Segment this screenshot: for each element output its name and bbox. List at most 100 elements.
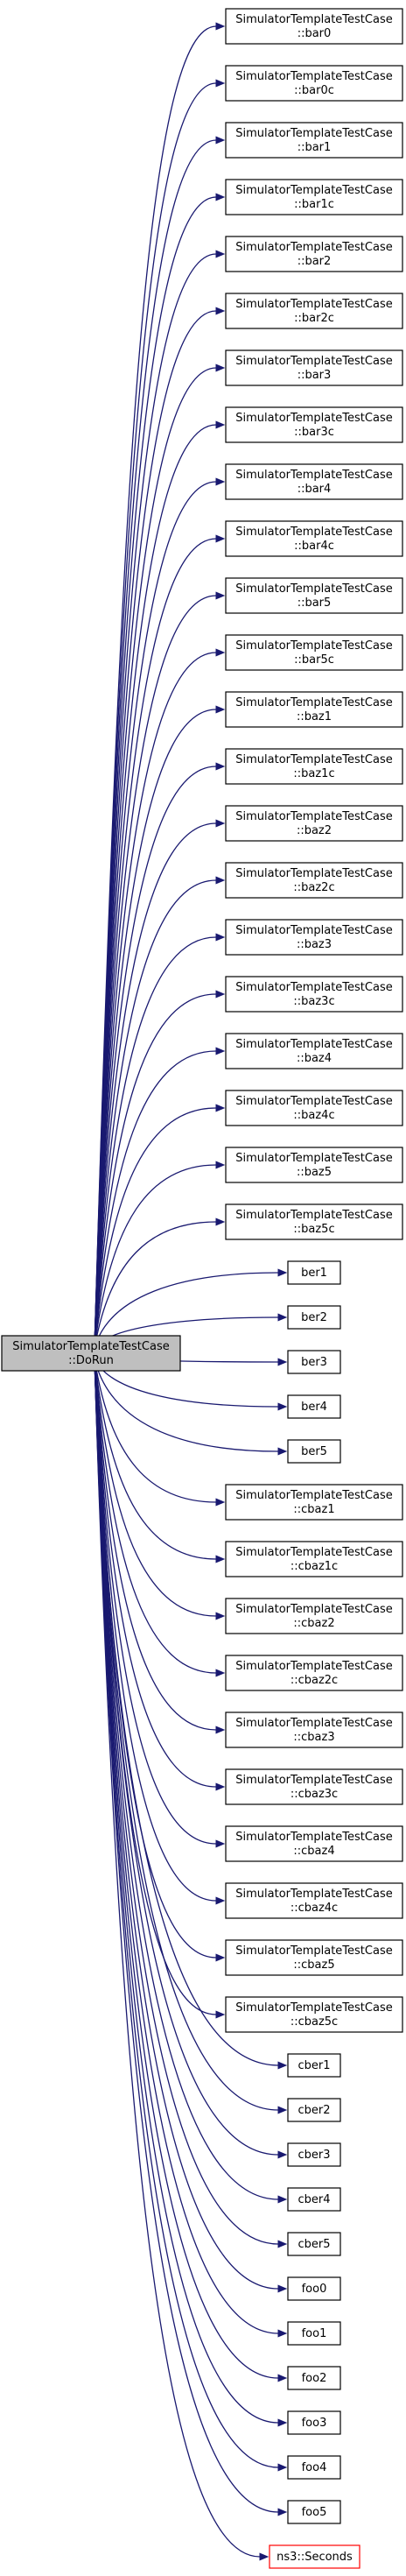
callee-label-line1: SimulatorTemplateTestCase bbox=[235, 1209, 392, 1222]
callee-node-foo1[interactable]: foo1 bbox=[287, 2321, 341, 2346]
callee-node-baz5c[interactable]: SimulatorTemplateTestCase::baz5c bbox=[225, 1203, 403, 1240]
callee-label-line2: ::baz3 bbox=[297, 938, 332, 951]
call-edge-cbaz3 bbox=[94, 1358, 226, 1734]
callee-label-line1: ber3 bbox=[301, 1356, 327, 1369]
callee-node-bar2c[interactable]: SimulatorTemplateTestCase::bar2c bbox=[225, 293, 403, 329]
callee-node-bar1[interactable]: SimulatorTemplateTestCase::bar1 bbox=[225, 122, 403, 159]
call-edges bbox=[94, 22, 288, 2561]
callee-label-line1: SimulatorTemplateTestCase bbox=[235, 526, 392, 539]
callee-node-bar5[interactable]: SimulatorTemplateTestCase::bar5 bbox=[225, 577, 403, 614]
callee-node-bar4[interactable]: SimulatorTemplateTestCase::bar4 bbox=[225, 463, 403, 500]
callee-label-line2: ::bar0c bbox=[294, 84, 334, 97]
callee-node-baz4c[interactable]: SimulatorTemplateTestCase::baz4c bbox=[225, 1090, 403, 1126]
callee-node-baz1c[interactable]: SimulatorTemplateTestCase::baz1c bbox=[225, 748, 403, 785]
call-edge-cbaz4c bbox=[94, 1358, 226, 1905]
callee-node-cbaz1c[interactable]: SimulatorTemplateTestCase::cbaz1c bbox=[225, 1541, 403, 1577]
callee-label-line1: SimulatorTemplateTestCase bbox=[235, 1489, 392, 1502]
callee-node-ber3[interactable]: ber3 bbox=[287, 1350, 341, 1374]
callee-node-cbaz2[interactable]: SimulatorTemplateTestCase::cbaz2 bbox=[225, 1598, 403, 1634]
call-edge-baz5c bbox=[94, 1217, 226, 1349]
callee-label-line1: ber1 bbox=[301, 1267, 327, 1280]
callee-label-line1: SimulatorTemplateTestCase bbox=[235, 1774, 392, 1787]
callee-label-line1: SimulatorTemplateTestCase bbox=[235, 1603, 392, 1616]
call-edge-cber4 bbox=[94, 1358, 288, 2204]
callee-label-line1: SimulatorTemplateTestCase bbox=[235, 241, 392, 254]
callee-node-cbaz4c[interactable]: SimulatorTemplateTestCase::cbaz4c bbox=[225, 1882, 403, 1919]
callee-node-bar4c[interactable]: SimulatorTemplateTestCase::bar4c bbox=[225, 520, 403, 557]
callee-node-baz2c[interactable]: SimulatorTemplateTestCase::baz2c bbox=[225, 862, 403, 899]
callee-label-line2: ::cbaz2c bbox=[290, 1674, 338, 1687]
callee-label-line1: foo2 bbox=[302, 2372, 327, 2385]
callee-node-foo4[interactable]: foo4 bbox=[287, 2455, 341, 2480]
call-edge-cbaz1c bbox=[94, 1358, 226, 1563]
callee-node-ber1[interactable]: ber1 bbox=[287, 1260, 341, 1285]
callee-node-bar3c[interactable]: SimulatorTemplateTestCase::bar3c bbox=[225, 406, 403, 443]
callee-node-baz1[interactable]: SimulatorTemplateTestCase::baz1 bbox=[225, 691, 403, 728]
callee-label-line1: SimulatorTemplateTestCase bbox=[235, 753, 392, 766]
callee-node-cbaz1[interactable]: SimulatorTemplateTestCase::cbaz1 bbox=[225, 1484, 403, 1521]
callee-node-ber5[interactable]: ber5 bbox=[287, 1439, 341, 1464]
call-edge-cber5 bbox=[94, 1358, 288, 2248]
callee-node-baz4[interactable]: SimulatorTemplateTestCase::baz4 bbox=[225, 1033, 403, 1069]
callee-node-foo0[interactable]: foo0 bbox=[287, 2276, 341, 2301]
callee-label-line2: ::cbaz4 bbox=[293, 1845, 334, 1858]
callee-node-foo3[interactable]: foo3 bbox=[287, 2410, 341, 2435]
callee-node-ber4[interactable]: ber4 bbox=[287, 1394, 341, 1419]
callee-label-line2: ::baz5c bbox=[293, 1223, 334, 1236]
callee-node-bar3[interactable]: SimulatorTemplateTestCase::bar3 bbox=[225, 349, 403, 386]
callee-label-line2: ::bar5 bbox=[298, 596, 332, 610]
callee-node-cber1[interactable]: cber1 bbox=[287, 2053, 341, 2078]
callee-node-baz3c[interactable]: SimulatorTemplateTestCase::baz3c bbox=[225, 976, 403, 1013]
callee-node-bar0c[interactable]: SimulatorTemplateTestCase::bar0c bbox=[225, 65, 403, 102]
root-node-dorun[interactable]: SimulatorTemplateTestCase ::DoRun bbox=[1, 1335, 181, 1372]
callee-label-line1: SimulatorTemplateTestCase bbox=[235, 1944, 392, 1958]
callee-label-line1: SimulatorTemplateTestCase bbox=[235, 355, 392, 368]
callee-node-cber3[interactable]: cber3 bbox=[287, 2142, 341, 2167]
callee-node-cber5[interactable]: cber5 bbox=[287, 2232, 341, 2256]
callee-label-line1: cber1 bbox=[298, 2059, 330, 2072]
callee-node-baz5[interactable]: SimulatorTemplateTestCase::baz5 bbox=[225, 1147, 403, 1183]
callee-label-line1: foo1 bbox=[302, 2327, 327, 2340]
callee-label-line1: SimulatorTemplateTestCase bbox=[235, 298, 392, 311]
call-edge-cbaz4 bbox=[94, 1358, 226, 1848]
callee-label-line1: SimulatorTemplateTestCase bbox=[235, 2001, 392, 2015]
call-edge-cber3 bbox=[94, 1358, 288, 2159]
call-edge-cber1 bbox=[94, 1358, 288, 2070]
callee-node-cbaz4[interactable]: SimulatorTemplateTestCase::cbaz4 bbox=[225, 1825, 403, 1862]
callee-label-line2: ::baz1 bbox=[297, 710, 332, 723]
callee-label-line1: SimulatorTemplateTestCase bbox=[235, 810, 392, 823]
callee-node-bar5c[interactable]: SimulatorTemplateTestCase::bar5c bbox=[225, 634, 403, 671]
callee-node-bar1c[interactable]: SimulatorTemplateTestCase::bar1c bbox=[225, 179, 403, 215]
callee-node-cbaz5c[interactable]: SimulatorTemplateTestCase::cbaz5c bbox=[225, 1996, 403, 2033]
callee-label-line1: foo3 bbox=[302, 2417, 327, 2430]
root-node-label-line2: ::DoRun bbox=[68, 1354, 114, 1367]
callee-node-ns3-seconds[interactable]: ns3::Seconds bbox=[269, 2544, 360, 2569]
callee-node-foo2[interactable]: foo2 bbox=[287, 2366, 341, 2390]
callee-node-cbaz3c[interactable]: SimulatorTemplateTestCase::cbaz3c bbox=[225, 1768, 403, 1805]
callee-node-bar0[interactable]: SimulatorTemplateTestCase::bar0 bbox=[225, 8, 403, 45]
callee-node-baz3[interactable]: SimulatorTemplateTestCase::baz3 bbox=[225, 919, 403, 956]
callee-label-line1: SimulatorTemplateTestCase bbox=[235, 13, 392, 26]
callee-node-cbaz5[interactable]: SimulatorTemplateTestCase::cbaz5 bbox=[225, 1939, 403, 1976]
callee-label-line2: ::bar4 bbox=[298, 483, 332, 496]
callee-label-line1: SimulatorTemplateTestCase bbox=[235, 981, 392, 994]
call-edge-baz4c bbox=[94, 1104, 226, 1349]
callee-node-ber2[interactable]: ber2 bbox=[287, 1305, 341, 1330]
callee-node-baz2[interactable]: SimulatorTemplateTestCase::baz2 bbox=[225, 805, 403, 842]
callee-label-line1: SimulatorTemplateTestCase bbox=[235, 70, 392, 83]
callee-node-cbaz3[interactable]: SimulatorTemplateTestCase::cbaz3 bbox=[225, 1711, 403, 1748]
callee-node-cber4[interactable]: cber4 bbox=[287, 2187, 341, 2212]
callee-node-foo5[interactable]: foo5 bbox=[287, 2500, 341, 2524]
callee-label-line1: SimulatorTemplateTestCase bbox=[235, 469, 392, 482]
graph-nodes: SimulatorTemplateTestCase ::DoRun Simula… bbox=[1, 8, 403, 2569]
callee-node-cber2[interactable]: cber2 bbox=[287, 2098, 341, 2122]
callee-label-line1: cber5 bbox=[298, 2238, 330, 2251]
callee-label-line2: ::bar2c bbox=[294, 312, 334, 325]
callee-node-bar2[interactable]: SimulatorTemplateTestCase::bar2 bbox=[225, 236, 403, 272]
callee-node-cbaz2c[interactable]: SimulatorTemplateTestCase::cbaz2c bbox=[225, 1655, 403, 1691]
call-edge-bar2c bbox=[94, 307, 226, 1349]
call-edge-cbaz2c bbox=[94, 1358, 226, 1677]
callee-label-line1: ns3::Seconds bbox=[276, 2551, 353, 2564]
call-edge-ns3-seconds bbox=[94, 1358, 270, 2561]
callee-label-line1: ber4 bbox=[301, 1401, 327, 1414]
